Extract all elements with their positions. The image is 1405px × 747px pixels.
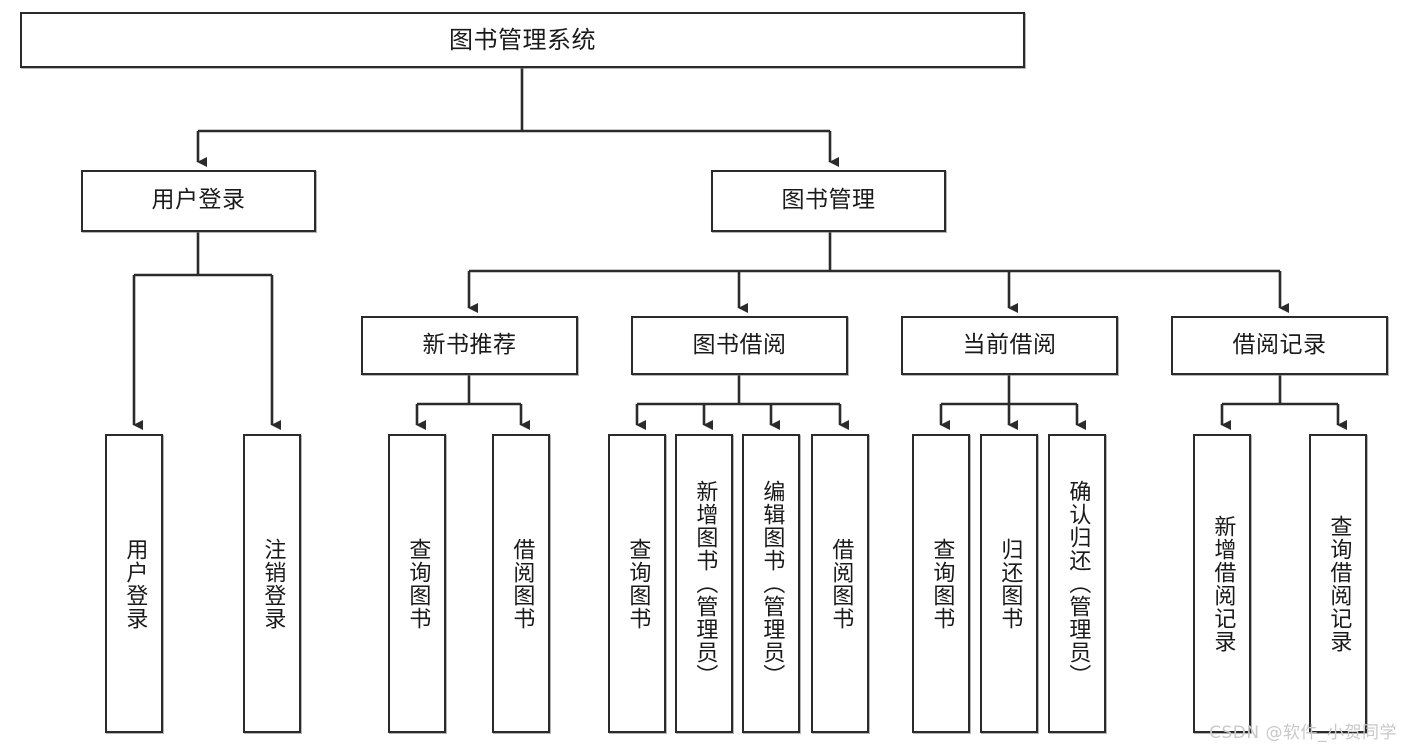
node-label: 借阅图书	[828, 537, 854, 630]
node-label: 查询图书	[405, 537, 431, 630]
node-label: 新增借阅记录	[1210, 514, 1236, 653]
leaf-book-borrow-query[interactable]: 查询图书	[608, 434, 666, 733]
node-label: 新书推荐	[422, 331, 517, 358]
node-label: 借阅记录	[1232, 331, 1327, 358]
node-label: 用户登录	[122, 537, 148, 630]
node-label: 查询图书	[929, 537, 955, 630]
leaf-current-borrow-confirm[interactable]: 确认归还（管理员）	[1048, 434, 1106, 733]
node-borrow-record[interactable]: 借阅记录	[1171, 316, 1388, 375]
node-label: 图书管理	[781, 187, 876, 214]
node-label: 借阅图书	[509, 537, 535, 630]
leaf-borrow-record-add[interactable]: 新增借阅记录	[1193, 434, 1251, 733]
node-user-login[interactable]: 用户登录	[81, 170, 316, 232]
node-label: 当前借阅	[962, 331, 1057, 358]
leaf-book-borrow-edit[interactable]: 编辑图书（管理员）	[742, 434, 800, 733]
node-root-system[interactable]: 图书管理系统	[20, 12, 1025, 68]
node-label: 查询借阅记录	[1326, 514, 1352, 653]
leaf-book-borrow-lend[interactable]: 借阅图书	[811, 434, 869, 733]
node-new-book-recommend[interactable]: 新书推荐	[361, 316, 578, 375]
node-book-management[interactable]: 图书管理	[711, 170, 946, 232]
node-label: 注销登录	[260, 537, 286, 630]
leaf-new-book-borrow[interactable]: 借阅图书	[492, 434, 550, 733]
leaf-user-login-signin[interactable]: 用户登录	[105, 434, 163, 733]
leaf-current-borrow-return[interactable]: 归还图书	[980, 434, 1038, 733]
csdn-watermark: CSDN @软件_小贺同学	[1209, 723, 1397, 743]
node-current-borrow[interactable]: 当前借阅	[901, 316, 1118, 375]
leaf-current-borrow-query[interactable]: 查询图书	[912, 434, 970, 733]
leaf-user-login-signout[interactable]: 注销登录	[243, 434, 301, 733]
node-label: 新增图书（管理员）	[692, 480, 718, 687]
leaf-new-book-query[interactable]: 查询图书	[388, 434, 446, 733]
leaf-book-borrow-add[interactable]: 新增图书（管理员）	[675, 434, 733, 733]
leaf-borrow-record-query[interactable]: 查询借阅记录	[1309, 434, 1367, 733]
node-label: 确认归还（管理员）	[1065, 480, 1091, 687]
node-label: 编辑图书（管理员）	[759, 480, 785, 687]
node-label: 图书管理系统	[449, 25, 596, 54]
node-label: 用户登录	[151, 187, 246, 214]
node-label: 查询图书	[625, 537, 651, 630]
node-book-borrow[interactable]: 图书借阅	[631, 316, 848, 375]
node-label: 归还图书	[997, 537, 1023, 630]
node-label: 图书借阅	[692, 331, 787, 358]
